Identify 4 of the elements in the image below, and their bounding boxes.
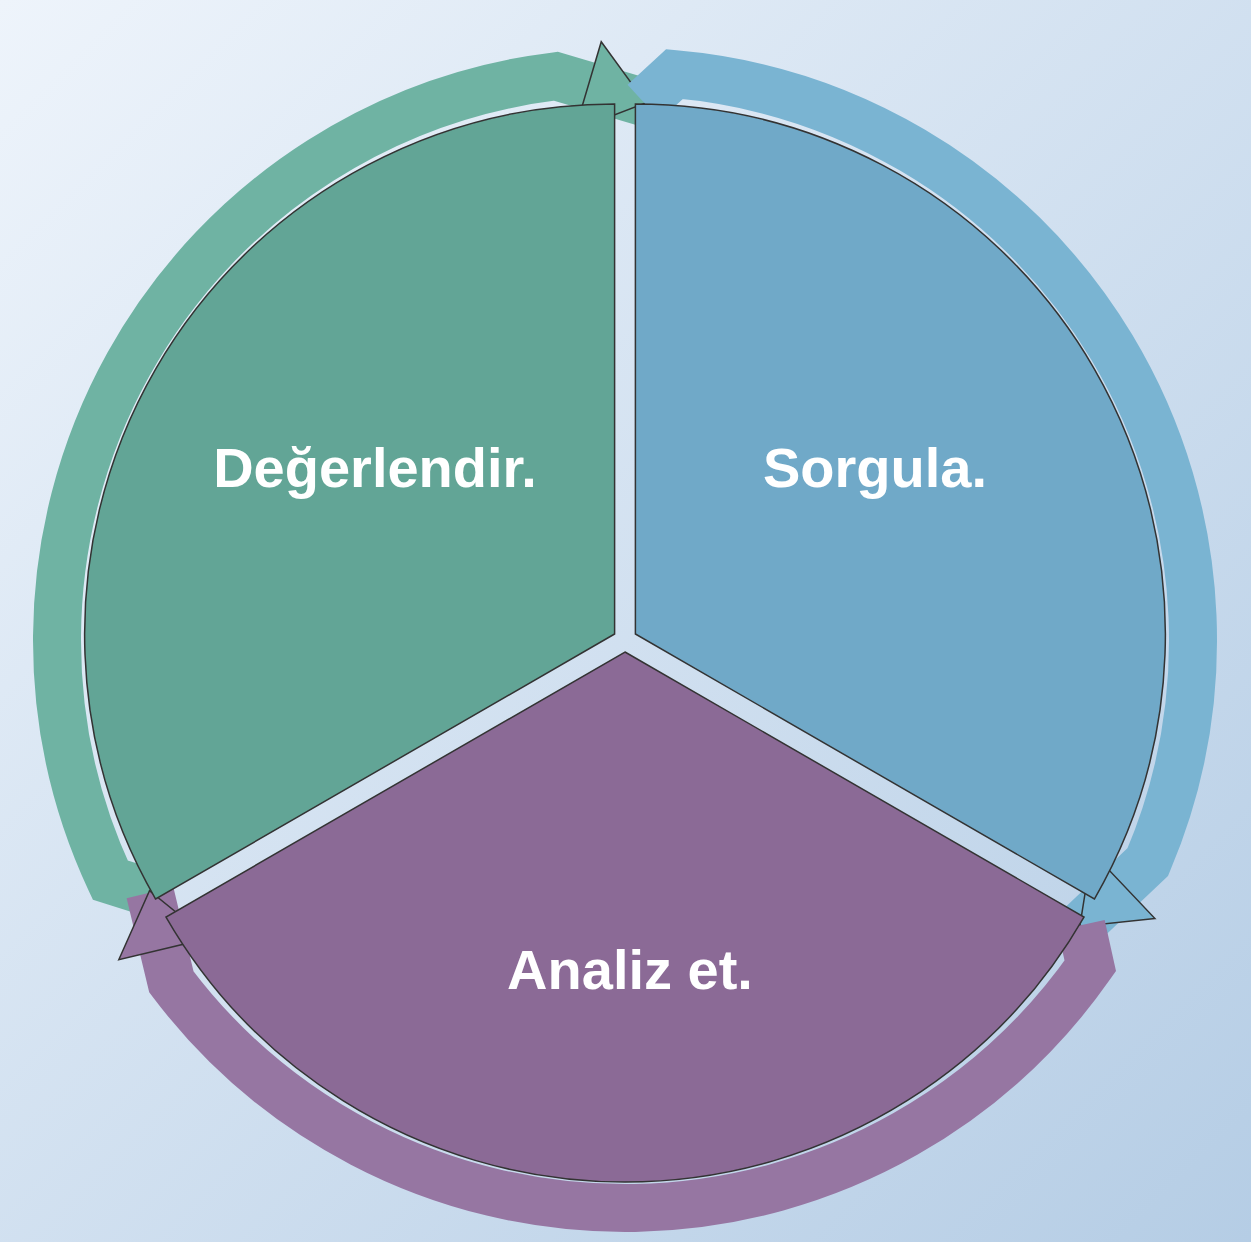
pie-segment xyxy=(633,102,1168,901)
pie-segment xyxy=(164,650,1086,1184)
segment-label: Analiz et. xyxy=(507,942,753,998)
pie-segment xyxy=(82,102,617,902)
